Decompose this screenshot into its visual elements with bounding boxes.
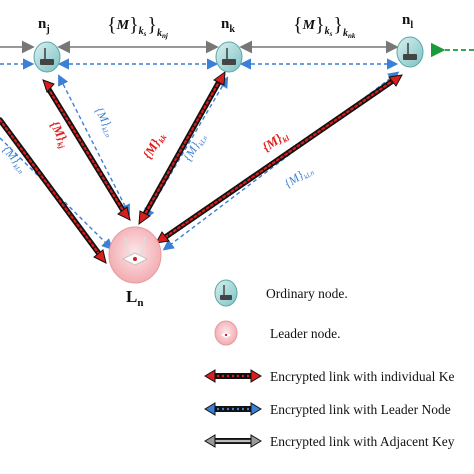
ordinary-node-icon — [215, 41, 243, 73]
node-l — [396, 36, 424, 68]
node-k — [215, 41, 243, 73]
legend-leader: Leader node. — [214, 320, 340, 346]
leader-links — [0, 58, 400, 251]
adjacent-key-label-jk: {M}ks}knj — [107, 14, 168, 40]
legend-leader-label: Leader node. — [270, 326, 340, 341]
individual-links — [0, 70, 403, 264]
individual-link-left — [0, 117, 107, 264]
leader-link-j — [58, 74, 130, 216]
legend: Ordinary node. Leader node. Encrypted li… — [204, 279, 455, 449]
ordinary-node-icon — [33, 41, 61, 73]
legend-individual: Encrypted link with individual Ke — [204, 369, 454, 384]
legend-individual-label: Encrypted link with individual Ke — [270, 369, 454, 384]
individual-key-label-k: {M}kk — [140, 129, 169, 162]
leader-key-label-k: {M}kLn — [180, 130, 209, 164]
individual-link-l — [155, 74, 403, 244]
node-j-label: nj — [38, 16, 50, 35]
node-l-label: nl — [402, 12, 413, 31]
node-j — [33, 41, 61, 73]
leader-node — [108, 226, 162, 284]
individual-link-k — [138, 70, 226, 226]
ordinary-node-icon — [214, 279, 238, 307]
legend-ordinary-label: Ordinary node. — [266, 286, 348, 301]
legend-ordinary: Ordinary node. — [214, 279, 348, 307]
leader-key-label-l: {M}kLn — [282, 162, 316, 192]
individual-link-j — [42, 79, 131, 221]
legend-adjacent: Encrypted link with Adjacent Key — [204, 434, 455, 449]
leader-node-label: Ln — [126, 287, 143, 309]
legend-leader-link: Encrypted link with Leader Node — [204, 402, 451, 417]
leader-link-l — [162, 71, 400, 251]
node-k-label: nk — [221, 16, 235, 35]
legend-leader-link-label: Encrypted link with Leader Node — [270, 402, 451, 417]
adjacent-key-label-kl: {M}ks}knk — [293, 14, 356, 40]
leader-key-label-j: {M}kLn — [91, 105, 119, 140]
legend-adjacent-label: Encrypted link with Adjacent Key — [270, 434, 455, 449]
ordinary-node-icon — [396, 36, 424, 68]
